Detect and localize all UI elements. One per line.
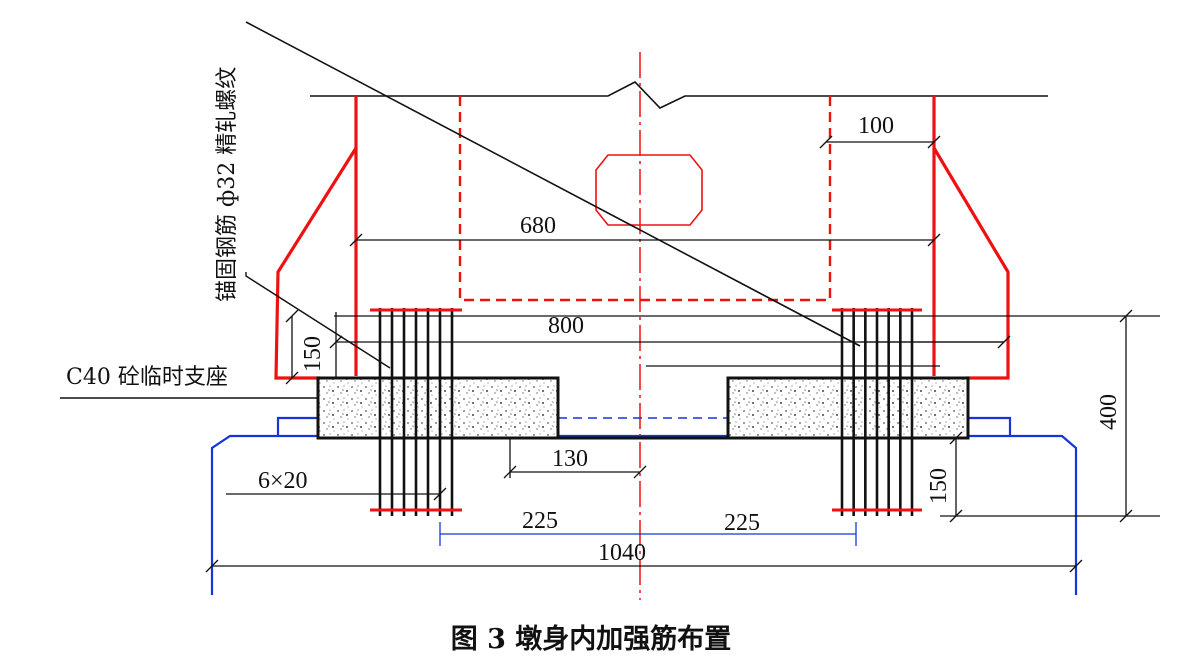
beam-outline (310, 81, 1048, 226)
anchor-rebar-label: 锚固钢筋 ф32 精轧螺纹 (215, 67, 240, 302)
figure-caption: 图 3 墩身内加强筋布置 (451, 623, 732, 655)
pier-outline (210, 416, 1078, 595)
dim-130: 130 (552, 446, 588, 472)
dim-1040: 1040 (598, 540, 646, 566)
left-reinforcement (274, 96, 358, 380)
anchor-rebar-leader-lower (245, 272, 391, 369)
temp-support-label: C40 砼临时支座 (66, 365, 228, 390)
dim-225-left: 225 (522, 508, 558, 534)
dimension-225-lines (439, 522, 857, 546)
dim-150-right: 150 (926, 468, 952, 504)
anchor-rebar-leader (245, 21, 861, 347)
dim-800: 800 (548, 313, 584, 339)
box-girder-void-outline (595, 154, 703, 226)
inner-dashed-reinforcement (458, 96, 832, 302)
dim-400: 400 (1096, 394, 1122, 430)
rebar-spec-label: 6×20 (258, 468, 308, 494)
dim-100: 100 (858, 113, 894, 139)
dim-680: 680 (520, 213, 556, 239)
right-reinforcement (932, 96, 1010, 380)
left-temporary-support (316, 376, 560, 440)
right-temporary-support (726, 376, 970, 440)
dim-225-right: 225 (724, 510, 760, 536)
dimension-lines (205, 135, 1160, 573)
left-anchor-rebar-bundle (370, 308, 462, 516)
dim-150-left: 150 (300, 336, 326, 372)
